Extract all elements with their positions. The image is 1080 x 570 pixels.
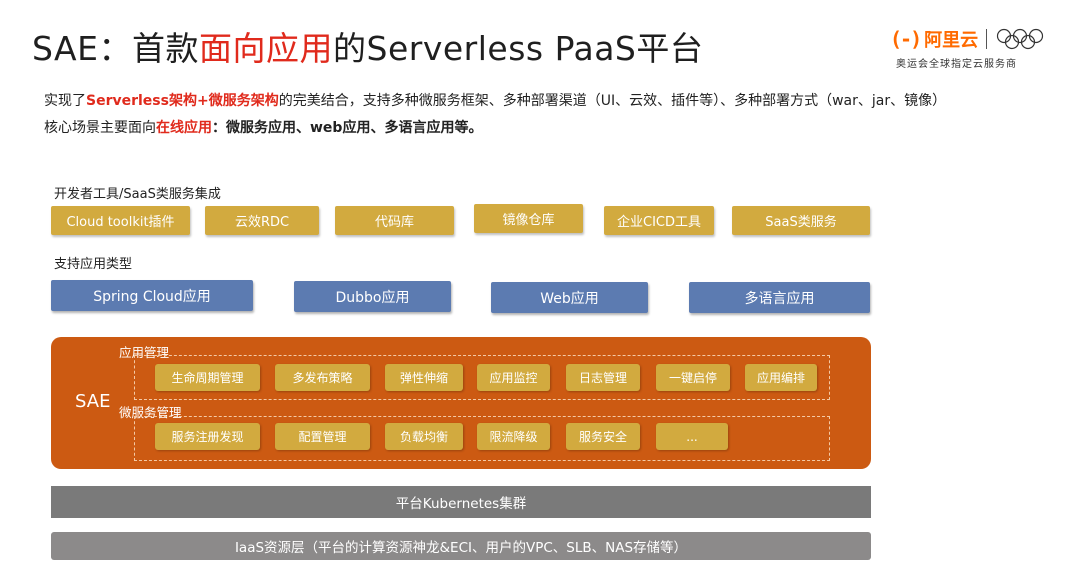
- app-mgmt-autoscale: 弹性伸缩: [385, 364, 463, 391]
- app-mgmt-start-stop: 一键启停: [656, 364, 730, 391]
- app-mgmt-lifecycle: 生命周期管理: [155, 364, 260, 391]
- intro-line2-bold: ：微服务应用、web应用、多语言应用等。: [212, 120, 483, 136]
- intro-line2-highlight: 在线应用: [156, 120, 212, 136]
- logo-name: 阿里云: [924, 30, 979, 51]
- sae-label: SAE: [75, 391, 111, 412]
- logo-subtitle: 奥运会全球指定云服务商: [896, 59, 1017, 70]
- dev-tool-cicd: 企业CICD工具: [604, 206, 714, 235]
- title-highlight: 面向应用: [199, 29, 333, 68]
- ms-mgmt-config: 配置管理: [275, 423, 370, 450]
- dev-tool-saas: SaaS类服务: [732, 206, 870, 235]
- dev-tool-image-repo: 镜像仓库: [474, 204, 583, 233]
- app-mgmt-orchestration: 应用编排: [745, 364, 817, 391]
- iaas-layer: IaaS资源层（平台的计算资源神龙&ECI、用户的VPC、SLB、NAS存储等）: [51, 532, 871, 560]
- title-prefix: SAE：首款: [32, 29, 199, 68]
- app-type-spring-cloud: Spring Cloud应用: [51, 280, 253, 311]
- intro-line2-pre: 核心场景主要面向: [44, 120, 156, 136]
- app-mgmt-label: 应用管理: [119, 345, 170, 360]
- app-mgmt-release-strategy: 多发布策略: [275, 364, 370, 391]
- logo-divider: [986, 29, 988, 49]
- app-type-multilang: 多语言应用: [689, 282, 870, 313]
- app-type-web: Web应用: [491, 282, 648, 313]
- aliyun-logo: (-) 阿里云 奥运会全球指定云服务商: [890, 24, 1050, 70]
- app-types-label: 支持应用类型: [54, 257, 133, 272]
- intro-line-2: 核心场景主要面向在线应用：微服务应用、web应用、多语言应用等。: [44, 115, 946, 142]
- intro-text: 实现了Serverless架构+微服务架构的完美结合，支持多种微服务框架、多种部…: [44, 88, 946, 142]
- app-mgmt-group: [134, 355, 830, 400]
- app-type-dubbo: Dubbo应用: [294, 281, 451, 312]
- dev-tool-cloud-toolkit: Cloud toolkit插件: [51, 206, 190, 235]
- ms-mgmt-load-balance: 负载均衡: [385, 423, 463, 450]
- intro-line-1: 实现了Serverless架构+微服务架构的完美结合，支持多种微服务框架、多种部…: [44, 88, 946, 115]
- aliyun-logo-icon: (-): [890, 27, 922, 51]
- app-mgmt-monitor: 应用监控: [477, 364, 550, 391]
- ms-mgmt-security: 服务安全: [566, 423, 640, 450]
- app-mgmt-logs: 日志管理: [566, 364, 640, 391]
- ms-mgmt-rate-limit: 限流降级: [477, 423, 550, 450]
- dev-tool-rdc: 云效RDC: [205, 206, 319, 235]
- page-title: SAE：首款面向应用的Serverless PaaS平台: [32, 22, 703, 70]
- ms-mgmt-more: ...: [656, 423, 728, 450]
- intro-line1-post: 的完美结合，支持多种微服务框架、多种部署渠道（UI、云效、插件等）、多种部署方式…: [278, 93, 947, 109]
- k8s-layer: 平台Kubernetes集群: [51, 486, 871, 518]
- olympic-rings-icon: [997, 28, 1044, 50]
- dev-tools-label: 开发者工具/SaaS类服务集成: [54, 187, 221, 202]
- intro-line1-pre: 实现了: [44, 93, 86, 109]
- ms-mgmt-group: [134, 416, 830, 461]
- intro-line1-highlight: Serverless架构+微服务架构: [86, 93, 279, 109]
- ms-mgmt-registry: 服务注册发现: [155, 423, 260, 450]
- title-suffix: 的Serverless PaaS平台: [333, 29, 704, 68]
- dev-tool-code-repo: 代码库: [335, 206, 454, 235]
